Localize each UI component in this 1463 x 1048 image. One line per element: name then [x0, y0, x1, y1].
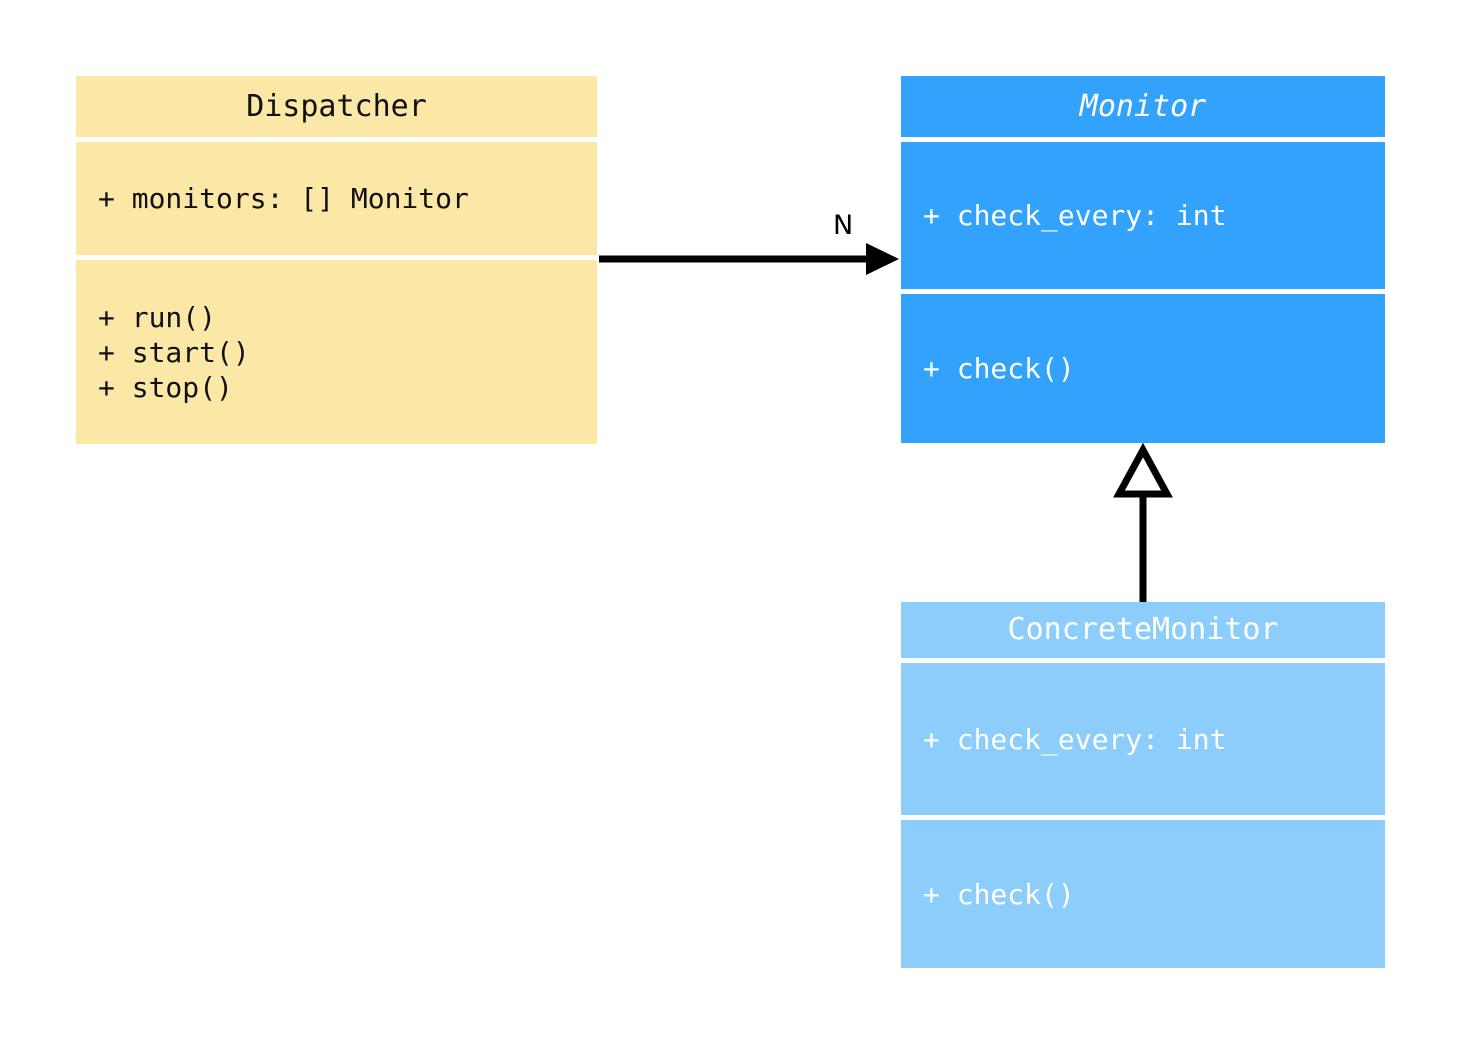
class-box-monitor[interactable]: Monitor + check_every: int + check() — [901, 76, 1385, 443]
class-name-dispatcher: Dispatcher — [246, 88, 427, 124]
method-item: + start() — [98, 335, 250, 369]
method-item: + check() — [923, 352, 1075, 385]
class-methods-dispatcher: + run() + start() + stop() — [76, 260, 597, 444]
class-attributes-monitor: + check_every: int — [901, 142, 1385, 289]
class-header-concrete-monitor: ConcreteMonitor — [901, 602, 1385, 658]
attribute-item: + check_every: int — [923, 199, 1227, 232]
method-item: + run() — [98, 300, 217, 334]
class-attributes-dispatcher: + monitors: [] Monitor — [76, 142, 597, 255]
class-header-monitor: Monitor — [901, 76, 1385, 137]
generalization-concrete-monitor — [1113, 442, 1173, 602]
class-name-monitor: Monitor — [1079, 88, 1207, 124]
filled-arrow-icon — [866, 243, 899, 275]
association-multiplicity-label: N — [833, 210, 854, 241]
class-header-dispatcher: Dispatcher — [76, 76, 597, 137]
class-attributes-concrete-monitor: + check_every: int — [901, 663, 1385, 815]
hollow-triangle-icon — [1113, 442, 1173, 498]
class-methods-monitor: + check() — [901, 294, 1385, 443]
class-name-concrete-monitor: ConcreteMonitor — [1007, 612, 1279, 647]
association-dispatcher-monitor — [599, 243, 899, 275]
class-methods-concrete-monitor: + check() — [901, 820, 1385, 968]
method-item: + stop() — [98, 370, 233, 404]
attribute-item: + check_every: int — [923, 722, 1227, 756]
attribute-item: + monitors: [] Monitor — [98, 182, 469, 215]
class-box-dispatcher[interactable]: Dispatcher + monitors: [] Monitor + run(… — [76, 76, 597, 444]
class-box-concrete-monitor[interactable]: ConcreteMonitor + check_every: int + che… — [901, 602, 1385, 968]
method-item: + check() — [923, 877, 1075, 911]
